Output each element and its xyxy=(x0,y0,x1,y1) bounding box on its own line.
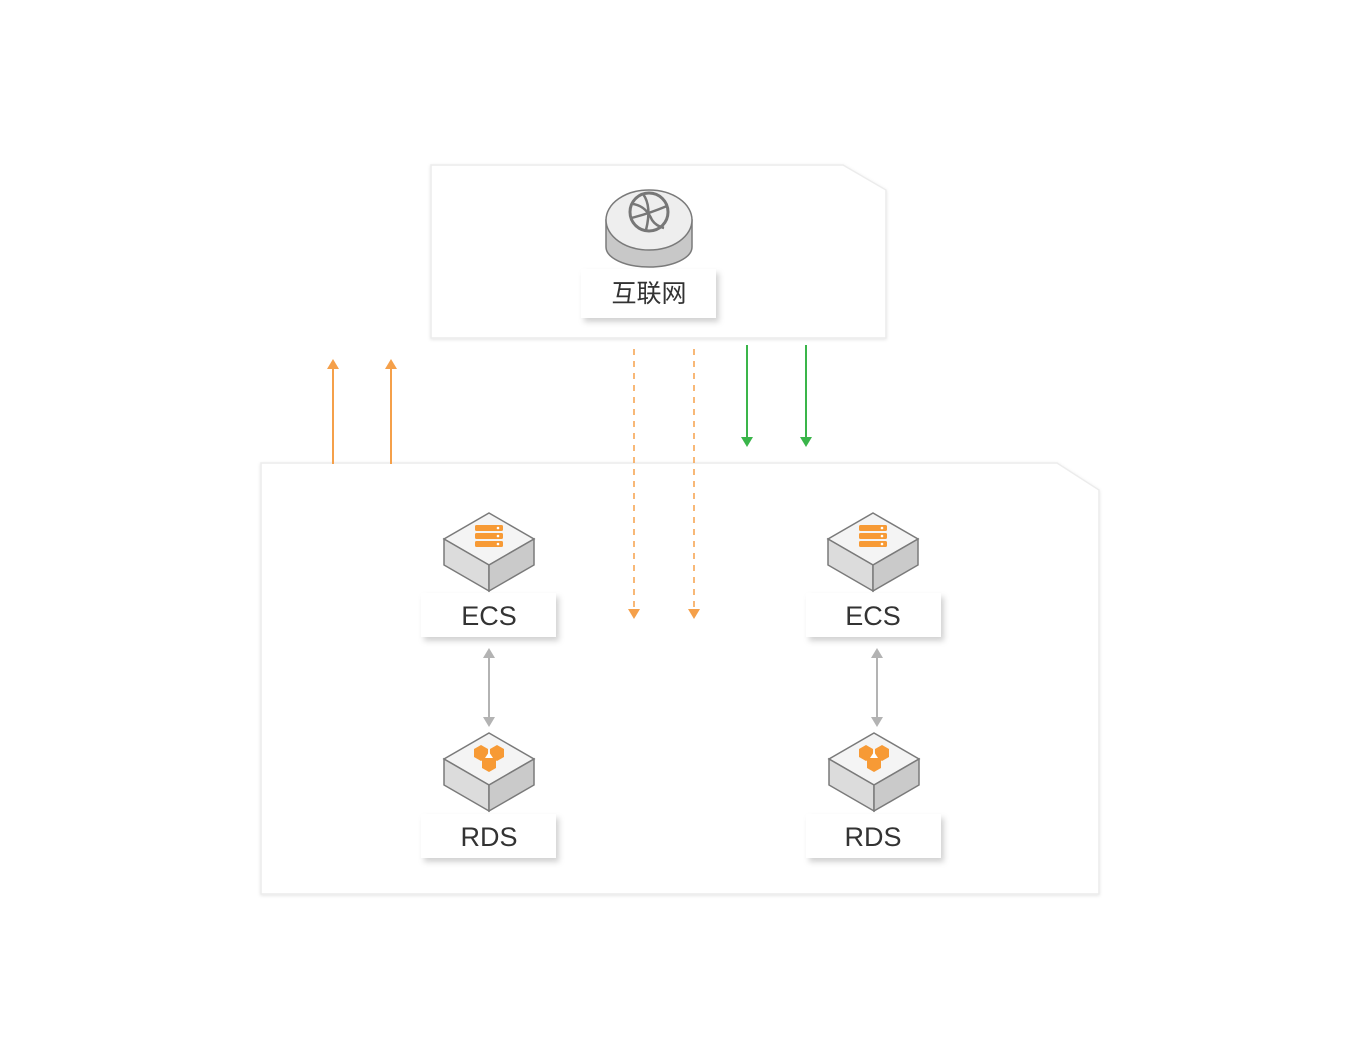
ecs-label-left: ECS xyxy=(461,601,517,631)
ecs-label-right: ECS xyxy=(845,601,901,631)
rds-node-right: RDS xyxy=(806,732,941,858)
ecs-node-left: ECS xyxy=(421,512,556,637)
rds-label-left: RDS xyxy=(460,822,517,852)
globe-icon xyxy=(605,189,693,268)
rds-label-right: RDS xyxy=(844,822,901,852)
database-hexagon-icon xyxy=(827,732,921,813)
server-icon xyxy=(826,512,920,593)
database-hexagon-icon xyxy=(442,732,536,813)
vpc-panel xyxy=(260,462,1100,895)
internet-label-box: 互联网 xyxy=(581,269,716,318)
internet-label: 互联网 xyxy=(611,280,686,308)
ecs-node-right: ECS xyxy=(806,512,941,637)
rds-node-left: RDS xyxy=(421,732,556,858)
server-icon xyxy=(442,512,536,593)
